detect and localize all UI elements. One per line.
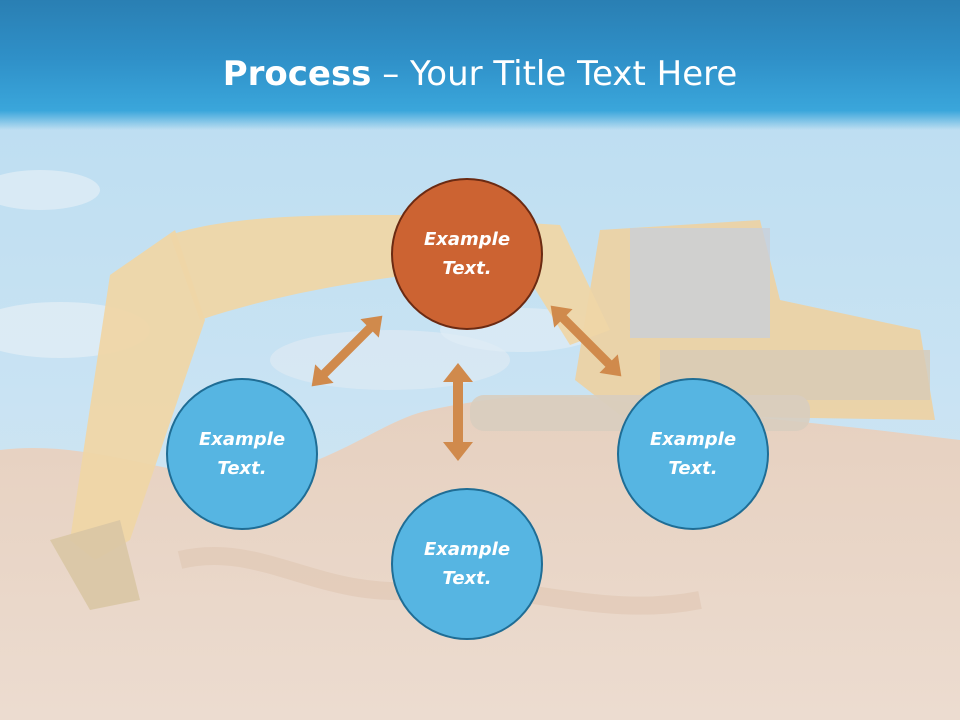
title-bold: Process [222, 54, 372, 94]
process-node-top: Example Text. [391, 178, 543, 330]
process-node-left: Example Text. [166, 378, 318, 530]
process-node-bottom: Example Text. [391, 488, 543, 640]
double-arrow-top-left [311, 315, 383, 387]
slide-title: Process – Your Title Text Here [0, 52, 960, 96]
double-arrow-vertical [443, 363, 473, 461]
process-node-right: Example Text. [617, 378, 769, 530]
title-rest: – Your Title Text Here [371, 54, 738, 94]
process-node-top-label: Example Text. [423, 229, 511, 279]
process-node-left-label: Example Text. [198, 429, 286, 479]
header-bar [0, 0, 960, 130]
process-node-bottom-label: Example Text. [423, 539, 511, 589]
process-node-right-label: Example Text. [649, 429, 737, 479]
double-arrow-top-right [550, 305, 622, 377]
